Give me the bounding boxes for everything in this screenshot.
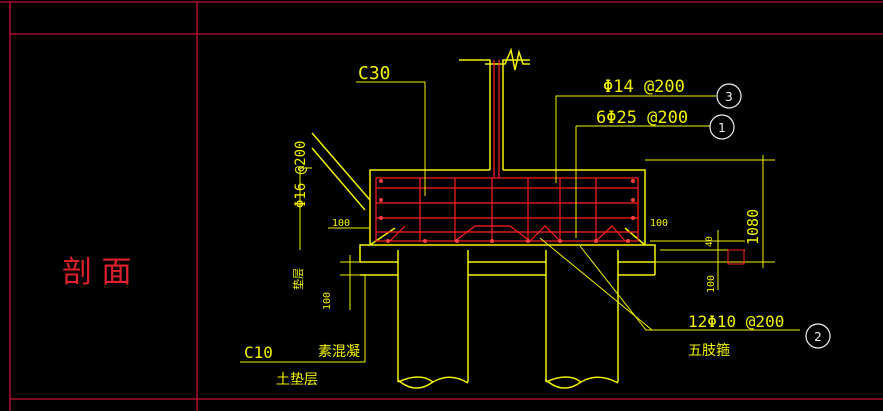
dim-100-lower-left: 100 — [322, 292, 333, 310]
dim-height: 1080 — [744, 209, 762, 245]
dim-tick-box — [727, 249, 745, 265]
dim-100-right: 100 — [650, 218, 668, 229]
stirrup-type-label: 五肢箍 — [688, 342, 730, 359]
cushion-layer-label: 土垫层 — [276, 372, 318, 388]
dim-40: 40 — [705, 236, 715, 247]
cushion-grade-label: C10 — [244, 343, 273, 362]
callout-circles — [709, 83, 831, 349]
bar-top-label: Φ14 @200 — [603, 77, 685, 97]
callout-two: 2 — [814, 330, 822, 344]
stirrup-label: 12Φ10 @200 — [688, 312, 784, 331]
bar-side-label: Φ16 @200 — [293, 141, 309, 208]
dim-100-left: 100 — [332, 218, 350, 229]
cushion-material-label: 素混凝 — [318, 344, 360, 360]
leader-lines — [240, 81, 800, 363]
rebar-dots — [379, 179, 635, 243]
concrete-grade-label: C30 — [358, 63, 391, 84]
section-label: 剖 面 — [62, 255, 132, 290]
rebar-cage — [375, 60, 639, 242]
callout-three: 3 — [725, 90, 733, 104]
callout-one: 1 — [718, 121, 726, 135]
cushion-side-label: 垫层 — [291, 268, 305, 290]
concrete-outline — [311, 47, 656, 389]
dim-100-lower-right: 100 — [706, 275, 717, 293]
bar-bottom-label: 6Φ25 @200 — [596, 108, 688, 128]
